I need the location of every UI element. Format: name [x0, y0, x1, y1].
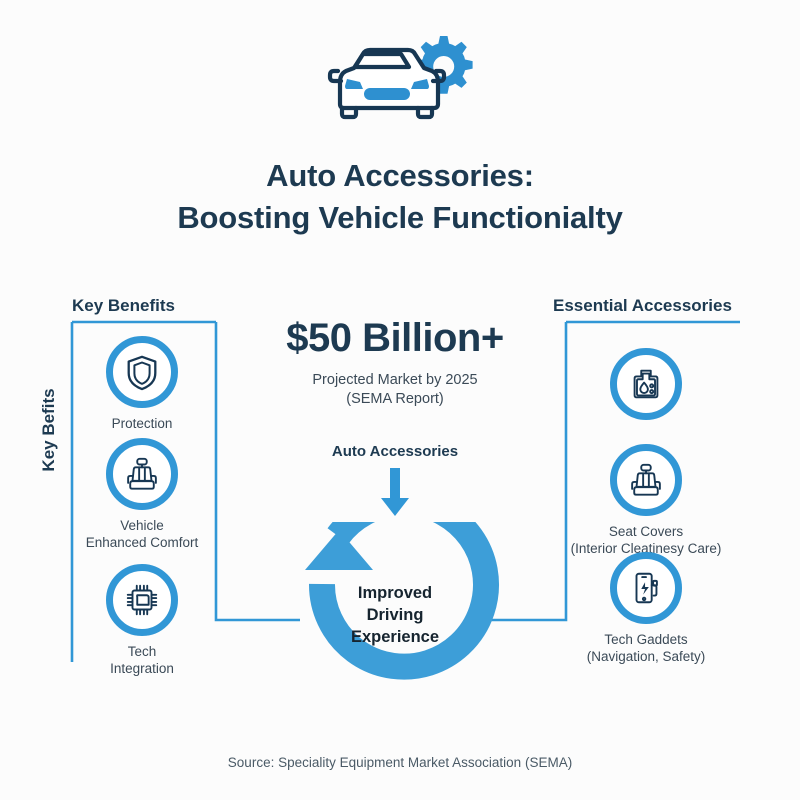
benefit-label-tech: Tech Integration [110, 644, 174, 677]
stat-value: $50 Billion+ [286, 316, 504, 360]
source-footer: Source: Speciality Equipment Market Asso… [227, 755, 573, 770]
car-seat-icon [106, 438, 178, 510]
flow-label: Auto Accessories [331, 443, 459, 460]
title-line-1: Auto Accessories: [266, 158, 534, 193]
phone-charger-icon [610, 552, 682, 624]
microchip-icon [106, 564, 178, 636]
title-line-2: Boosting Vehicle Functionialty [177, 199, 623, 235]
car-seat-icon [610, 444, 682, 516]
cycle-line-1: Improved [357, 584, 433, 602]
right-bracket-connector [483, 322, 568, 622]
arrow-down-icon [371, 468, 419, 516]
benefit-item-protection[interactable]: Protection [72, 336, 212, 432]
cycle-line-3: Experience [350, 628, 440, 647]
accessory-label-tech-gadgets: Tech Gaddets (Navigation, Safety) [586, 632, 706, 665]
cycle-line-2: Driving [366, 606, 424, 625]
page-title: Auto Accessories: Boosting Vehicle Funct… [60, 155, 740, 238]
floor-mat-droplet-icon [610, 348, 682, 420]
vertical-side-label: Key Befits [39, 388, 58, 472]
market-stat-block: $50 Billion+ Projected Market by 2025 (S… [230, 318, 560, 409]
accessory-item-seat-covers[interactable]: Seat Covers (Interior Cleatinesy Care) [566, 444, 726, 558]
shield-icon [106, 336, 178, 408]
benefit-label-comfort: Vehicle Enhanced Comfort [85, 518, 199, 551]
benefit-label-protection: Protection [111, 416, 173, 431]
stat-caption: Projected Market by 2025 (SEMA Report) [312, 372, 478, 408]
benefit-item-tech[interactable]: Tech Integration [72, 564, 212, 678]
right-section-header: Essential Accessories [553, 296, 732, 315]
cycle-center-text: Improved Driving Experience [330, 582, 460, 648]
benefit-item-comfort[interactable]: Vehicle Enhanced Comfort [72, 438, 212, 552]
accessory-item-floor-mat[interactable] [566, 348, 726, 427]
left-section-header: Key Benefits [72, 296, 175, 315]
left-bracket-connector [214, 322, 300, 622]
accessory-label-seat-covers: Seat Covers (Interior Cleatinesy Care) [570, 524, 722, 557]
car-gear-logo [320, 22, 490, 132]
accessory-item-tech-gadgets[interactable]: Tech Gaddets (Navigation, Safety) [566, 552, 726, 666]
